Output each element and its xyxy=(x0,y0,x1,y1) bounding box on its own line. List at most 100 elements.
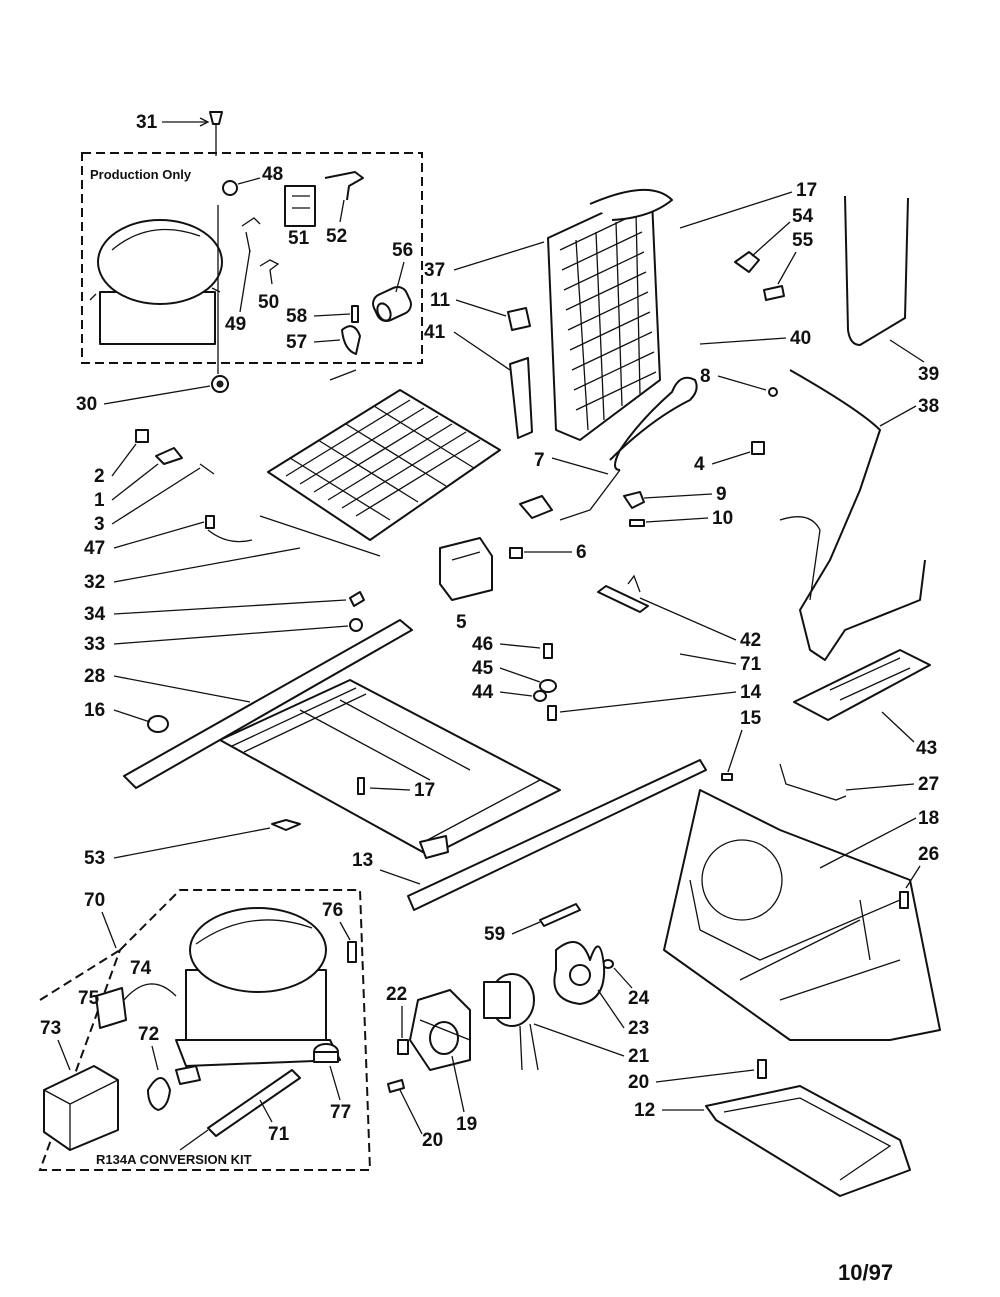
tube-part-38-inner xyxy=(779,516,821,601)
callout-40: 40 xyxy=(790,328,811,349)
callout-70: 70 xyxy=(84,890,105,911)
fitting-part-4 xyxy=(751,441,765,455)
callout-77: 77 xyxy=(330,1102,351,1123)
callout-58: 58 xyxy=(286,306,307,327)
screw-part-47 xyxy=(205,515,215,529)
callout-71-right: 71 xyxy=(740,654,762,675)
clip-part-34 xyxy=(349,591,365,607)
nut-part xyxy=(222,180,238,196)
callout-47: 47 xyxy=(84,538,105,559)
callout-1: 1 xyxy=(94,490,105,511)
callout-5: 5 xyxy=(456,612,467,633)
screw-part-20-left xyxy=(387,1079,405,1093)
callout-18: 18 xyxy=(918,808,939,829)
grommet-part-77 xyxy=(313,1043,339,1063)
callout-20-left: 20 xyxy=(422,1130,443,1151)
callout-43: 43 xyxy=(916,738,937,759)
callout-16: 16 xyxy=(84,700,105,721)
callout-49: 49 xyxy=(225,314,246,335)
callout-14: 14 xyxy=(740,682,762,703)
callout-51: 51 xyxy=(288,228,310,249)
production-only-box xyxy=(81,152,423,364)
bracket-part-41 xyxy=(509,357,533,439)
callout-30: 30 xyxy=(76,394,97,415)
callout-55: 55 xyxy=(792,230,814,251)
fan-blade-part xyxy=(553,941,606,1005)
frame-part xyxy=(123,619,561,859)
callout-20-right: 20 xyxy=(628,1072,649,1093)
drain-pan-part xyxy=(705,1085,911,1197)
callout-9: 9 xyxy=(716,484,727,505)
callout-71-kit: 71 xyxy=(268,1124,290,1145)
callout-59: 59 xyxy=(484,924,505,945)
compressor-production xyxy=(89,219,223,345)
callout-45: 45 xyxy=(472,658,494,679)
grommet-part xyxy=(211,375,229,393)
callout-15: 15 xyxy=(740,708,762,729)
wire-part-3 xyxy=(199,463,215,475)
rail-part xyxy=(407,759,707,911)
callout-17-top: 17 xyxy=(796,180,817,201)
callout-52: 52 xyxy=(326,226,347,247)
callout-72: 72 xyxy=(138,1024,159,1045)
screw-part-20 xyxy=(757,1059,767,1079)
callout-41: 41 xyxy=(424,322,446,343)
relay-box-part xyxy=(439,537,493,601)
callout-44: 44 xyxy=(472,682,494,703)
tube-part-38 xyxy=(789,369,926,661)
clamp-part-45 xyxy=(539,679,557,693)
clamp-part-72 xyxy=(147,1077,171,1111)
drier-part xyxy=(597,585,649,613)
clip-part-2 xyxy=(135,429,149,443)
callout-23: 23 xyxy=(628,1018,649,1039)
callout-21: 21 xyxy=(628,1046,650,1067)
callout-42: 42 xyxy=(740,630,761,651)
callout-26: 26 xyxy=(918,844,939,865)
clip-part xyxy=(324,171,364,201)
clip-part-55 xyxy=(763,285,785,301)
callout-13: 13 xyxy=(352,850,373,871)
process-valve xyxy=(209,111,223,374)
callout-56: 56 xyxy=(392,240,413,261)
callout-24: 24 xyxy=(628,988,650,1009)
screw-part xyxy=(351,305,359,323)
fan-bracket-part xyxy=(663,789,941,1041)
callout-38: 38 xyxy=(918,396,939,417)
callout-76: 76 xyxy=(322,900,343,921)
clip-part-27 xyxy=(779,763,847,801)
pad-part xyxy=(507,307,531,331)
freezer-evaporator-part xyxy=(259,369,501,557)
drain-trough-part xyxy=(793,649,931,721)
callout-4: 4 xyxy=(694,454,705,475)
wire-part-74 xyxy=(123,983,177,1001)
screw-part-8 xyxy=(768,387,778,397)
wire-part xyxy=(241,217,261,253)
heater-clip-part xyxy=(734,251,760,273)
callout-33: 33 xyxy=(84,634,105,655)
date-code: 10/97 xyxy=(838,1260,893,1285)
callout-11: 11 xyxy=(430,290,451,311)
wire-part xyxy=(259,259,280,285)
capacitor-part xyxy=(372,285,412,323)
evaporator-part xyxy=(547,189,673,441)
callout-6: 6 xyxy=(576,542,587,563)
screw-part-15 xyxy=(721,773,733,781)
callout-12: 12 xyxy=(634,1100,655,1121)
drier-part-kit xyxy=(207,1069,301,1137)
callout-48: 48 xyxy=(262,164,283,185)
relay-part-75 xyxy=(95,987,127,1029)
callout-39: 39 xyxy=(918,364,939,385)
callout-3: 3 xyxy=(94,514,105,535)
callout-54: 54 xyxy=(792,206,814,227)
callout-37: 37 xyxy=(424,260,445,281)
callout-75: 75 xyxy=(78,988,100,1009)
bracket-part xyxy=(341,325,361,355)
callout-28: 28 xyxy=(84,666,105,687)
callout-8: 8 xyxy=(700,366,711,387)
clip-part-9 xyxy=(623,491,645,509)
relay-part xyxy=(284,185,316,227)
fan-motor-part xyxy=(483,973,539,1071)
callout-7: 7 xyxy=(534,450,545,471)
compressor-kit xyxy=(175,907,341,1067)
